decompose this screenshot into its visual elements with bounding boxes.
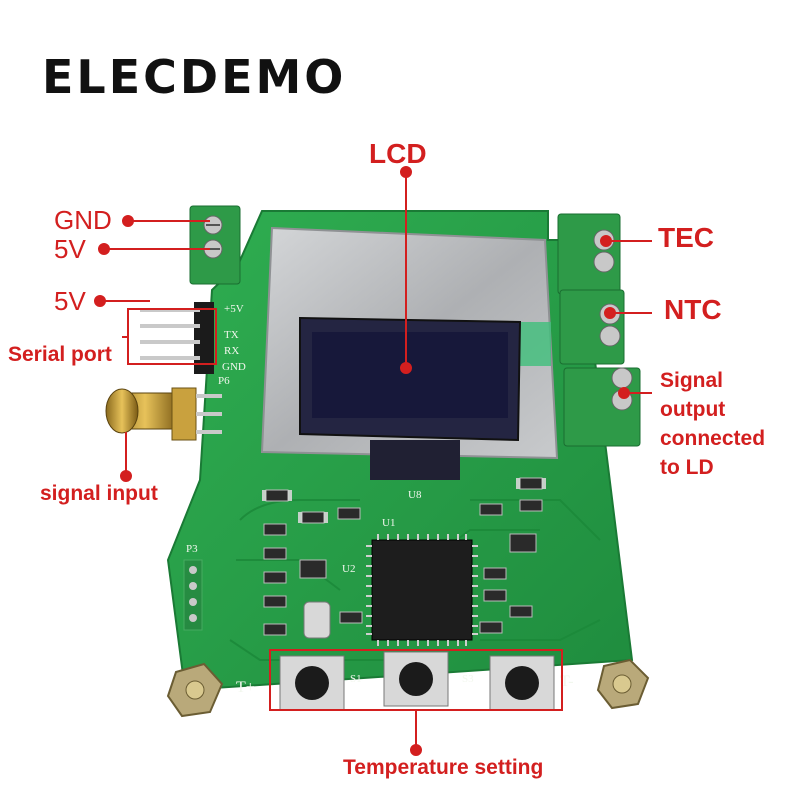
signal-output-line-2: output — [660, 398, 726, 421]
label-serial-port: Serial port — [8, 343, 112, 366]
silk-u1: U1 — [382, 517, 395, 529]
button-s2 — [383, 651, 449, 707]
silk-u2: U2 — [342, 563, 355, 575]
signal-output-terminal-block — [563, 367, 641, 447]
silk-t-minus: T- — [560, 673, 574, 690]
mcu-chip — [366, 534, 478, 646]
label-5v-power: 5V — [54, 234, 86, 264]
standoff-right — [596, 658, 650, 710]
tec-terminal-block — [557, 213, 621, 295]
standoff-left — [166, 662, 224, 718]
silk-rx: RX — [224, 345, 239, 357]
label-ntc: NTC — [664, 294, 722, 325]
oled-tab — [370, 440, 460, 480]
silk-plus5v: +5V — [224, 303, 244, 315]
power-terminal-block — [189, 205, 241, 285]
silk-t-plus: T+ — [236, 679, 255, 696]
oled-screen — [312, 332, 508, 418]
ntc-terminal-block — [559, 289, 625, 365]
label-signal-input: signal input — [40, 482, 158, 505]
button-s1 — [279, 655, 345, 711]
label-signal-output: Signal output connected to LD — [660, 366, 765, 482]
signal-output-line-4: to LD — [660, 456, 714, 479]
label-temperature-setting: Temperature setting — [343, 756, 544, 779]
sma-connector — [105, 387, 222, 441]
brand-logo: ELECDEMO — [42, 50, 347, 104]
label-gnd: GND — [54, 205, 112, 235]
silk-s1: S1 — [350, 673, 362, 685]
lcd-ribbon — [515, 322, 551, 366]
label-tec: TEC — [658, 222, 714, 253]
silk-tx: TX — [224, 329, 239, 341]
crystal — [303, 601, 331, 639]
annotation-lines — [94, 166, 652, 756]
label-lcd: LCD — [369, 138, 427, 169]
p3-connector — [183, 559, 203, 631]
silk-p3: P3 — [186, 543, 198, 555]
silk-u8: U8 — [408, 489, 422, 501]
signal-output-line-3: connected — [660, 427, 766, 450]
signal-output-line-1: Signal — [660, 369, 724, 392]
button-s3 — [489, 655, 555, 711]
silk-gnd: GND — [222, 361, 246, 373]
smd-components — [263, 477, 543, 636]
silk-p6: P6 — [218, 375, 230, 387]
silk-s3: S3 — [462, 673, 474, 685]
label-5v-header: 5V — [54, 286, 86, 316]
